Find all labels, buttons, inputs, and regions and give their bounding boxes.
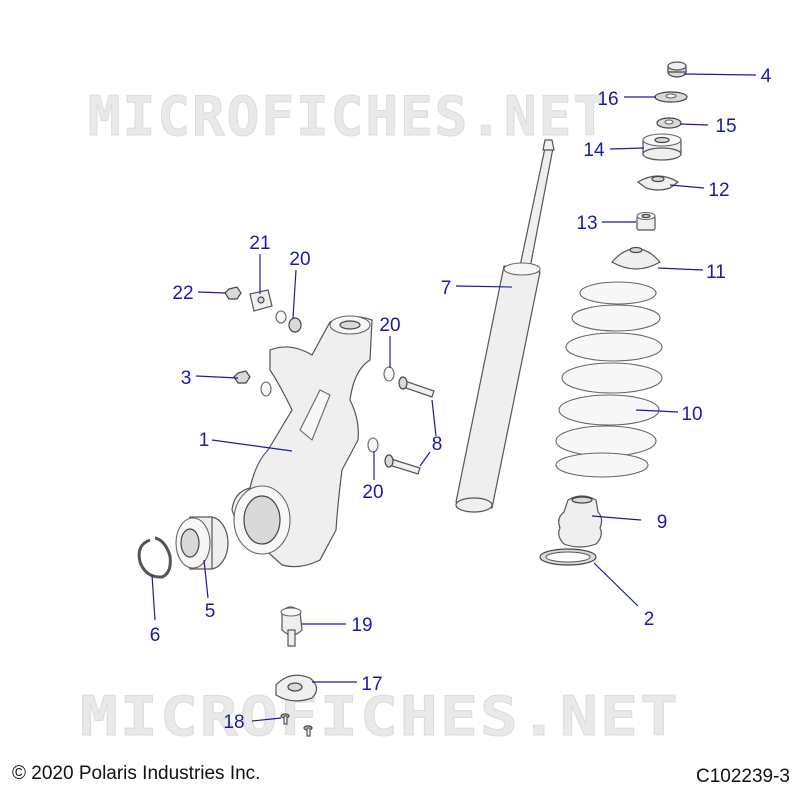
- callout-16: 16: [597, 89, 618, 110]
- part-ring-2: [539, 548, 597, 566]
- callout-14: 14: [583, 140, 605, 161]
- callout-2: 2: [644, 609, 655, 630]
- callout-8: 8: [432, 434, 443, 455]
- callout-12: 12: [708, 180, 729, 201]
- callout-20-middle: 20: [379, 315, 400, 336]
- callout-17: 17: [361, 674, 382, 695]
- part-bearing-5: [175, 516, 229, 570]
- part-nut-4: [667, 61, 687, 78]
- callout-4: 4: [761, 66, 772, 87]
- callout-13: 13: [576, 213, 597, 234]
- part-ball-joint-19: [280, 606, 303, 647]
- part-cup-12: [636, 175, 680, 191]
- part-bolts-8: [384, 376, 435, 475]
- callout-3: 3: [181, 368, 192, 389]
- part-washers-20: [275, 310, 395, 453]
- callout-1: 1: [199, 430, 210, 451]
- part-bushing-14: [642, 133, 682, 161]
- part-bump-stop-9: [558, 495, 603, 548]
- copyright-notice: © 2020 Polaris Industries Inc.: [12, 763, 261, 784]
- part-washer-15: [656, 117, 682, 129]
- callout-20-top: 20: [289, 249, 310, 270]
- callout-11: 11: [706, 262, 726, 283]
- callout-20-bottom: 20: [362, 482, 383, 503]
- part-snap-ring-6: [137, 536, 172, 579]
- callout-7: 7: [441, 278, 452, 299]
- part-coil-spring-10: [555, 281, 663, 478]
- callout-9: 9: [657, 512, 668, 533]
- part-nut-3: [233, 370, 272, 397]
- part-nut-22: [224, 286, 242, 300]
- part-spring-seat-11: [611, 246, 661, 270]
- part-sleeve-13: [636, 211, 656, 231]
- part-shock-7: [455, 139, 555, 513]
- callout-18: 18: [223, 712, 244, 733]
- part-clip-21: [249, 289, 273, 312]
- part-screws-18: [280, 713, 313, 737]
- part-washer-16: [654, 91, 688, 103]
- callout-10: 10: [681, 404, 702, 425]
- part-knuckle-1: [231, 315, 373, 568]
- callout-6: 6: [150, 625, 161, 646]
- leader-lines: [151, 73, 757, 722]
- callout-15: 15: [715, 116, 736, 137]
- callout-21: 21: [249, 233, 270, 254]
- watermark-bottom: MICROFICHES.NET: [80, 685, 680, 748]
- callout-19: 19: [351, 615, 372, 636]
- callout-5: 5: [205, 601, 216, 622]
- part-plate-17: [275, 674, 318, 702]
- callout-22: 22: [172, 283, 193, 304]
- callout-numbers: 4 16 15 14 12 13 11 7 10 9 2 3 1 22 21 2…: [150, 66, 772, 733]
- watermark-top: MICROFICHES.NET: [88, 85, 608, 148]
- figure-id: C102239-3: [695, 766, 790, 787]
